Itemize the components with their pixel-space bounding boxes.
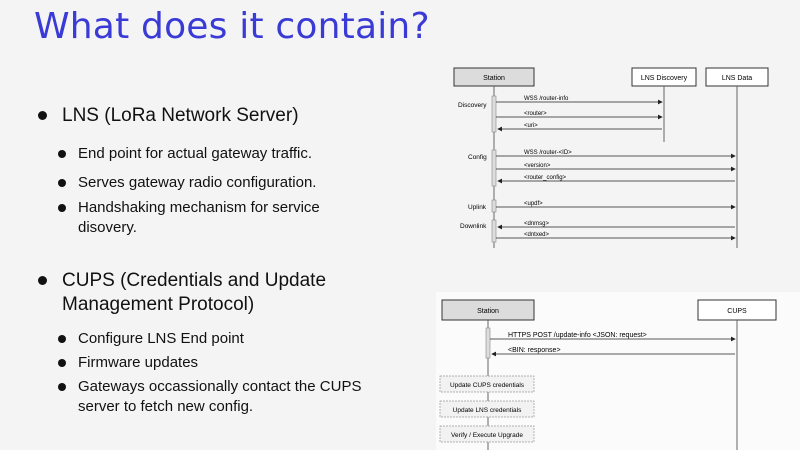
activation-uplink	[491, 199, 497, 213]
phase-uplink: Uplink	[468, 204, 487, 211]
step-update-cups-credentials: Update CUPS credentials	[450, 382, 525, 389]
participant-lns-discovery: LNS Discovery	[641, 75, 688, 82]
participant-station: Station	[483, 75, 505, 82]
msg-uri: <uri>	[524, 123, 538, 129]
step-box-verify-upgrade	[439, 425, 535, 443]
cups-participant-station: Station	[477, 308, 499, 315]
bullet-cups-firmware: Firmware updates	[36, 353, 416, 373]
msg-bin-response: <BIN: response>	[508, 347, 561, 354]
bullet-cups-configure: Configure LNS End point	[36, 329, 416, 349]
bullet-lns-handshaking: Handshaking mechanism for service disove…	[36, 198, 368, 238]
bullet-lns-endpoint: End point for actual gateway traffic.	[36, 144, 416, 164]
phase-downlink: Downlink	[460, 223, 487, 230]
phase-discovery: Discovery	[458, 102, 487, 109]
step-update-lns-credentials: Update LNS credentials	[453, 407, 522, 414]
slide-title: What does it contain?	[34, 6, 430, 47]
activation-config	[491, 149, 497, 187]
step-verify-execute-upgrade: Verify / Execute Upgrade	[451, 432, 523, 439]
step-box-update-cups	[439, 375, 535, 393]
bullet-lns-radio-config: Serves gateway radio configuration.	[36, 173, 416, 193]
cups-participant-cups: CUPS	[727, 308, 747, 315]
msg-dnmsg: <dnmsg>	[524, 221, 550, 227]
cups-activation	[485, 327, 491, 359]
phase-config: Config	[468, 154, 487, 161]
activation-downlink	[491, 219, 497, 243]
bullet-list: LNS (LoRa Network Server) End point for …	[36, 104, 416, 417]
bullet-lns: LNS (LoRa Network Server)	[36, 104, 416, 128]
msg-version: <version>	[524, 163, 551, 169]
activation-discovery	[491, 95, 497, 133]
cups-sequence-diagram: Station CUPS HTTPS POST /update-info <JS…	[436, 292, 800, 450]
msg-router-id: WSS /router-<ID>	[524, 150, 572, 156]
step-box-update-lns	[439, 400, 535, 418]
msg-updf: <updf>	[524, 201, 543, 207]
bullet-cups: CUPS (Credentials and Update Management …	[36, 269, 352, 317]
lns-sequence-diagram: Station LNS Discovery LNS Data Discovery…	[453, 67, 769, 248]
msg-router: <router>	[524, 111, 547, 117]
msg-update-info: HTTPS POST /update-info <JSON: request>	[508, 332, 647, 339]
bullet-cups-contact: Gateways occassionally contact the CUPS …	[36, 377, 388, 417]
msg-dntxed: <dntxed>	[524, 232, 550, 238]
msg-router-info: WSS /router-info	[524, 96, 569, 102]
participant-lns-data: LNS Data	[722, 75, 752, 82]
msg-router-config: <router_config>	[524, 175, 567, 181]
